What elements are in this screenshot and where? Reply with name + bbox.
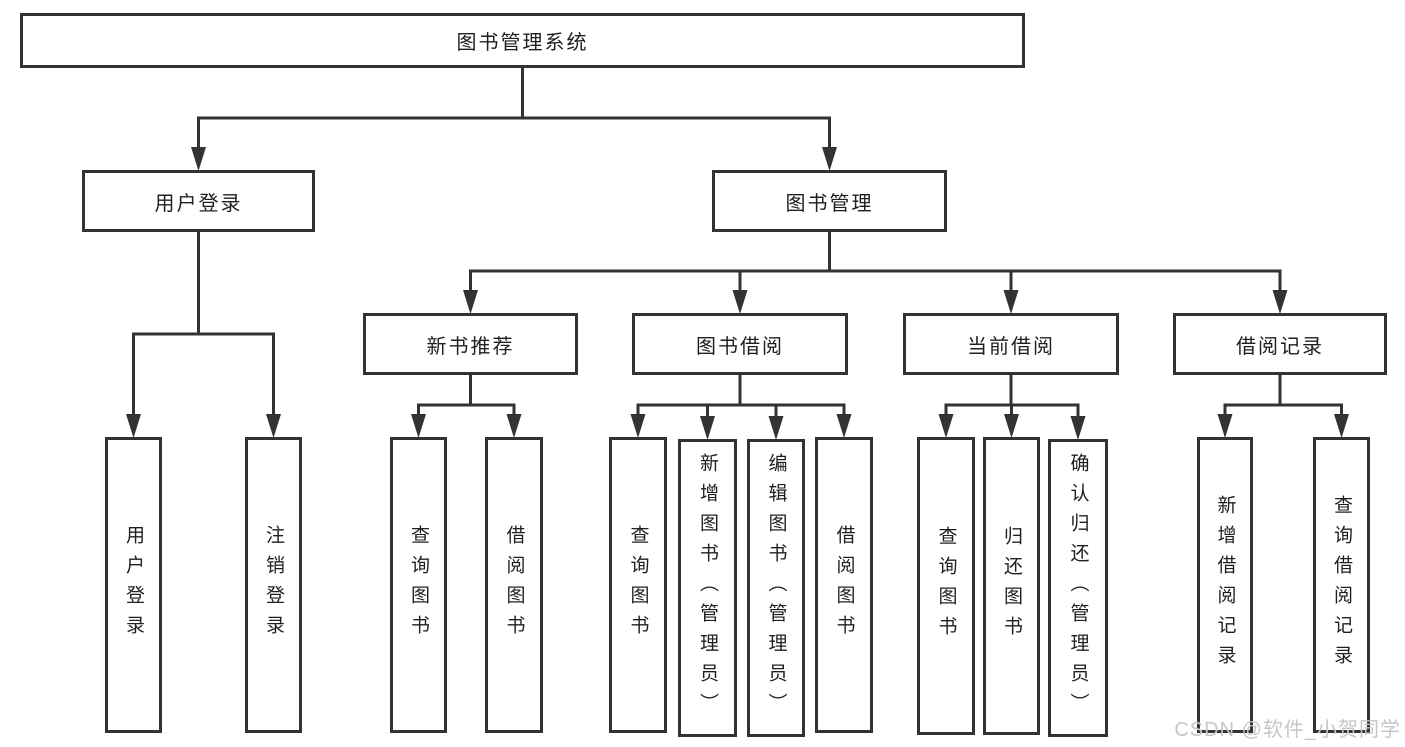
- node-label: 查询图书: [935, 526, 957, 646]
- node-user-login: 用户登录: [82, 170, 315, 232]
- node-label: 新增图书（管理员）: [697, 453, 718, 723]
- node-leaf-query-record: 查询借阅记录: [1313, 437, 1370, 733]
- node-book-mgmt: 图书管理: [712, 170, 947, 232]
- node-label: 借阅图书: [503, 525, 525, 645]
- node-label: 查询借阅记录: [1331, 495, 1352, 675]
- node-book-borrow: 图书借阅: [632, 313, 848, 375]
- node-leaf-query-book-3: 查询图书: [917, 437, 975, 735]
- node-label: 用户登录: [123, 525, 144, 645]
- node-borrow-record: 借阅记录: [1173, 313, 1387, 375]
- node-leaf-edit-book: 编辑图书（管理员）: [747, 439, 805, 737]
- node-leaf-borrow-book-2: 借阅图书: [815, 437, 873, 733]
- watermark-text: CSDN @软件_小贺同学: [1174, 719, 1401, 741]
- node-label: 注销登录: [263, 525, 284, 645]
- node-label: 图书借阅: [696, 335, 784, 358]
- node-root: 图书管理系统: [20, 13, 1025, 68]
- node-label: 图书管理系统: [456, 32, 589, 54]
- node-label: 借阅图书: [833, 525, 855, 645]
- node-label: 新增借阅记录: [1214, 495, 1236, 675]
- node-leaf-query-book-1: 查询图书: [390, 437, 447, 733]
- node-new-book-rec: 新书推荐: [363, 313, 578, 375]
- node-label: 查询图书: [627, 525, 649, 645]
- node-label: 借阅记录: [1236, 335, 1324, 358]
- node-label: 查询图书: [408, 525, 429, 645]
- node-label: 编辑图书（管理员）: [765, 453, 787, 723]
- node-label: 新书推荐: [426, 335, 515, 358]
- node-leaf-logout: 注销登录: [245, 437, 302, 733]
- node-current-borrow: 当前借阅: [903, 313, 1119, 375]
- node-label: 归还图书: [1001, 526, 1022, 646]
- node-leaf-borrow-book-1: 借阅图书: [485, 437, 543, 733]
- node-leaf-user-login: 用户登录: [105, 437, 162, 733]
- node-leaf-return-book: 归还图书: [983, 437, 1040, 735]
- node-label: 确认归还（管理员）: [1067, 453, 1089, 723]
- node-leaf-confirm-return: 确认归还（管理员）: [1048, 439, 1108, 737]
- node-leaf-add-record: 新增借阅记录: [1197, 437, 1253, 733]
- node-label: 当前借阅: [967, 335, 1055, 358]
- node-leaf-query-book-2: 查询图书: [609, 437, 667, 733]
- node-label: 图书管理: [785, 192, 874, 215]
- node-leaf-add-book: 新增图书（管理员）: [678, 439, 737, 737]
- node-label: 用户登录: [154, 192, 243, 215]
